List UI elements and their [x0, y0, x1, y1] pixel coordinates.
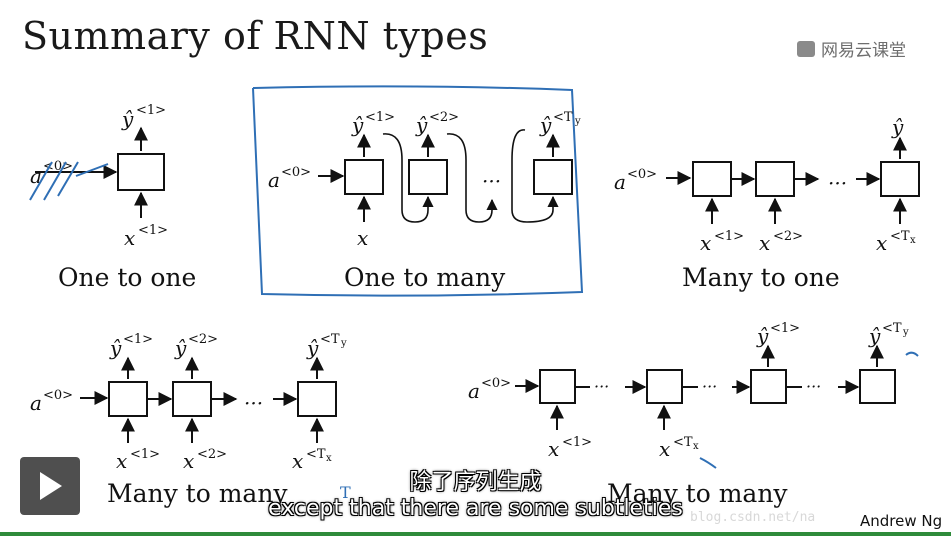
- y-superscript-sub: y: [340, 338, 347, 349]
- a0-label: a: [30, 391, 42, 415]
- a0-label: a: [268, 168, 280, 192]
- x-superscript: <T: [306, 447, 326, 462]
- y-superscript: <2>: [188, 332, 218, 347]
- play-button[interactable]: [20, 457, 80, 515]
- x-label: x: [116, 449, 127, 473]
- y-superscript: <1>: [770, 321, 800, 336]
- y-hat-label: ŷ: [174, 336, 187, 360]
- a0-superscript: <0>: [627, 167, 657, 182]
- x-label: x: [759, 231, 770, 255]
- a0-label: a: [468, 379, 480, 403]
- y-hat-label: ŷ: [306, 336, 319, 360]
- subtitle-chinese: 除了序列生成: [409, 470, 542, 495]
- x-superscript: <T: [890, 229, 910, 244]
- rnn-cell: [117, 153, 165, 191]
- y-superscript: <T: [882, 321, 902, 336]
- y-hat-label: ŷ: [539, 113, 552, 137]
- caption-many-to-many-1: Many to many: [107, 479, 288, 508]
- x-superscript-sub: x: [693, 441, 699, 452]
- a0-label: a: [614, 170, 626, 194]
- a0-superscript: <0>: [43, 388, 73, 403]
- play-icon: [40, 472, 62, 500]
- a0-label: a: [30, 164, 42, 188]
- x-label: x: [124, 226, 135, 250]
- y-superscript: <T: [553, 110, 573, 125]
- x-superscript: <2>: [773, 229, 803, 244]
- y-superscript: <2>: [429, 110, 459, 125]
- one-to-many-diagram: ··· a <0> ŷ <1> ŷ <2> ŷ <T y x One to ma…: [252, 85, 584, 297]
- y-superscript-sub: y: [902, 327, 909, 338]
- watermark: blog.csdn.net/na: [690, 510, 816, 525]
- caption-many-to-one: Many to one: [682, 263, 840, 292]
- y-superscript: <1>: [365, 110, 395, 125]
- many-to-one-diagram: ··· ŷ a <0> x <1> x <2> x <T x Many to o…: [614, 115, 920, 292]
- y-hat-label: ŷ: [891, 115, 904, 139]
- x-label: x: [700, 231, 711, 255]
- x-superscript: <1>: [562, 435, 592, 450]
- ellipsis: ···: [244, 391, 263, 415]
- y-superscript-sub: y: [574, 116, 581, 127]
- x-superscript: <1>: [130, 447, 160, 462]
- x-label: x: [659, 437, 670, 461]
- y-hat-label: ŷ: [351, 113, 364, 137]
- y-superscript: <T: [320, 332, 340, 347]
- handdrawn-box: [252, 85, 584, 297]
- y-superscript: <1>: [136, 103, 166, 118]
- y-hat-label: ŷ: [415, 113, 428, 137]
- ellipsis: ···: [594, 377, 609, 396]
- x-superscript-sub: x: [326, 453, 332, 464]
- x-label: x: [183, 449, 194, 473]
- logo-text: 网易云课堂: [821, 41, 906, 61]
- caption-one-to-one: One to one: [58, 263, 196, 292]
- y-hat-label: ŷ: [868, 324, 881, 348]
- x-superscript: <1>: [714, 229, 744, 244]
- ellipsis: ···: [482, 169, 501, 193]
- x-label: x: [292, 449, 303, 473]
- y-hat-label: ŷ: [756, 324, 769, 348]
- many-to-many-encoder-decoder-diagram: ··· ··· ··· a <0> ŷ <1> ŷ <T y x <1> x <…: [468, 321, 919, 508]
- ellipsis: ···: [702, 377, 717, 396]
- many-to-many-equal-diagram: ··· ŷ <1> ŷ <2> ŷ <T y a <0> x <1> x <2>…: [30, 332, 351, 508]
- slide-title: Summary of RNN types: [22, 14, 489, 58]
- netease-logo: 网易云课堂: [797, 36, 906, 61]
- netease-logo-icon: [797, 40, 815, 57]
- y-hat-label: ŷ: [109, 336, 122, 360]
- ellipsis: ···: [806, 377, 821, 396]
- one-to-one-diagram: ŷ <1> a <0> x <1> One to one: [29, 103, 196, 292]
- x-superscript: <T: [673, 435, 693, 450]
- ellipsis: ···: [828, 171, 847, 195]
- x-superscript: <1>: [138, 223, 168, 238]
- y-superscript: <1>: [123, 332, 153, 347]
- caption-one-to-many: One to many: [344, 263, 506, 292]
- progress-bar[interactable]: [0, 532, 951, 536]
- x-label: x: [876, 231, 887, 255]
- x-label: x: [548, 437, 559, 461]
- x-superscript: <2>: [197, 447, 227, 462]
- author-name: Andrew Ng: [860, 512, 943, 530]
- caption-many-to-many-2: Many to many: [607, 479, 788, 508]
- a0-superscript: <0>: [281, 165, 311, 180]
- x-label: x: [357, 226, 368, 250]
- a0-superscript: <0>: [481, 376, 511, 391]
- y-hat-label: ŷ: [121, 107, 134, 131]
- handwritten-annotation: T: [340, 483, 351, 502]
- x-superscript-sub: x: [910, 235, 916, 246]
- subtitle-english: except that there are some subtleties: [268, 496, 683, 521]
